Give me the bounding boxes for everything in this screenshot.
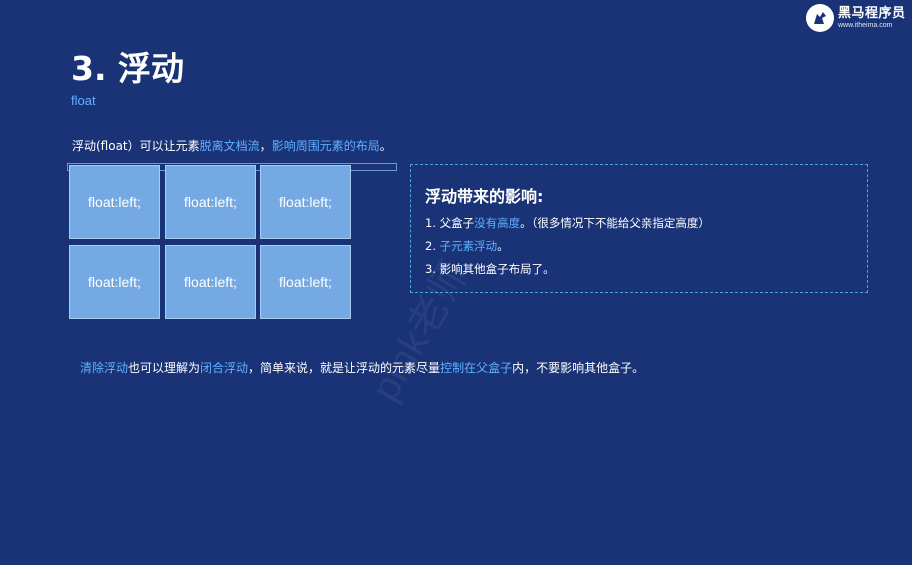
horse-logo-icon — [806, 4, 834, 32]
clear-text: 内，不要影响其他盒子。 — [512, 361, 645, 375]
page-title: 3. 浮动 — [71, 49, 184, 88]
clear-text: ，简单来说，就是让浮动的元素尽量 — [248, 361, 441, 375]
float-box: float:left; — [69, 245, 160, 319]
impact-item: 3. 影响其他盒子布局了。 — [425, 261, 555, 277]
description-highlight: 脱离文档流 — [199, 139, 260, 153]
float-box: float:left; — [260, 245, 351, 319]
description-text: 。 — [379, 139, 392, 153]
impact-item: 1. 父盒子没有高度。（很多情况下不能给父亲指定高度） — [425, 215, 710, 231]
float-demo: float:left; float:left; float:left; floa… — [67, 163, 399, 323]
impact-text: 3. 影响其他盒子布局了。 — [425, 262, 555, 276]
clear-highlight: 控制在父盒子 — [440, 361, 513, 375]
impact-highlight: 没有高度 — [474, 216, 521, 230]
impact-item: 2. 子元素浮动。 — [425, 238, 509, 254]
clear-float-line: 清除浮动也可以理解为闭合浮动，简单来说，就是让浮动的元素尽量控制在父盒子内，不要… — [80, 359, 644, 376]
logo-url: www.itheima.com — [838, 22, 893, 29]
logo-name: 黑马程序员 — [838, 6, 906, 21]
float-box: float:left; — [165, 245, 256, 319]
impact-panel: 浮动带来的影响: 1. 父盒子没有高度。（很多情况下不能给父亲指定高度） 2. … — [410, 164, 868, 293]
impact-text: 2. — [425, 239, 440, 253]
description-text: 浮动(float）可以让元素 — [72, 139, 200, 153]
impact-text: 。 — [497, 239, 509, 253]
float-box: float:left; — [260, 165, 351, 239]
impact-highlight: 子元素浮动 — [439, 239, 498, 253]
clear-highlight: 清除浮动 — [80, 361, 129, 375]
impact-text: 。（很多情况下不能给父亲指定高度） — [520, 216, 710, 230]
float-box: float:left; — [69, 165, 160, 239]
float-box: float:left; — [165, 165, 256, 239]
clear-text: 也可以理解为 — [128, 361, 201, 375]
description-highlight: 影响周围元素的布局 — [271, 139, 380, 153]
clear-highlight: 闭合浮动 — [200, 361, 249, 375]
description-line: 浮动(float）可以让元素脱离文档流，影响周围元素的布局。 — [72, 137, 392, 154]
page-subtitle: float — [71, 93, 96, 108]
description-text: ， — [259, 139, 272, 153]
impact-title: 浮动带来的影响: — [425, 187, 544, 206]
impact-text: 1. 父盒子 — [425, 216, 475, 230]
logo: 黑马程序员 www.itheima.com — [806, 4, 906, 32]
